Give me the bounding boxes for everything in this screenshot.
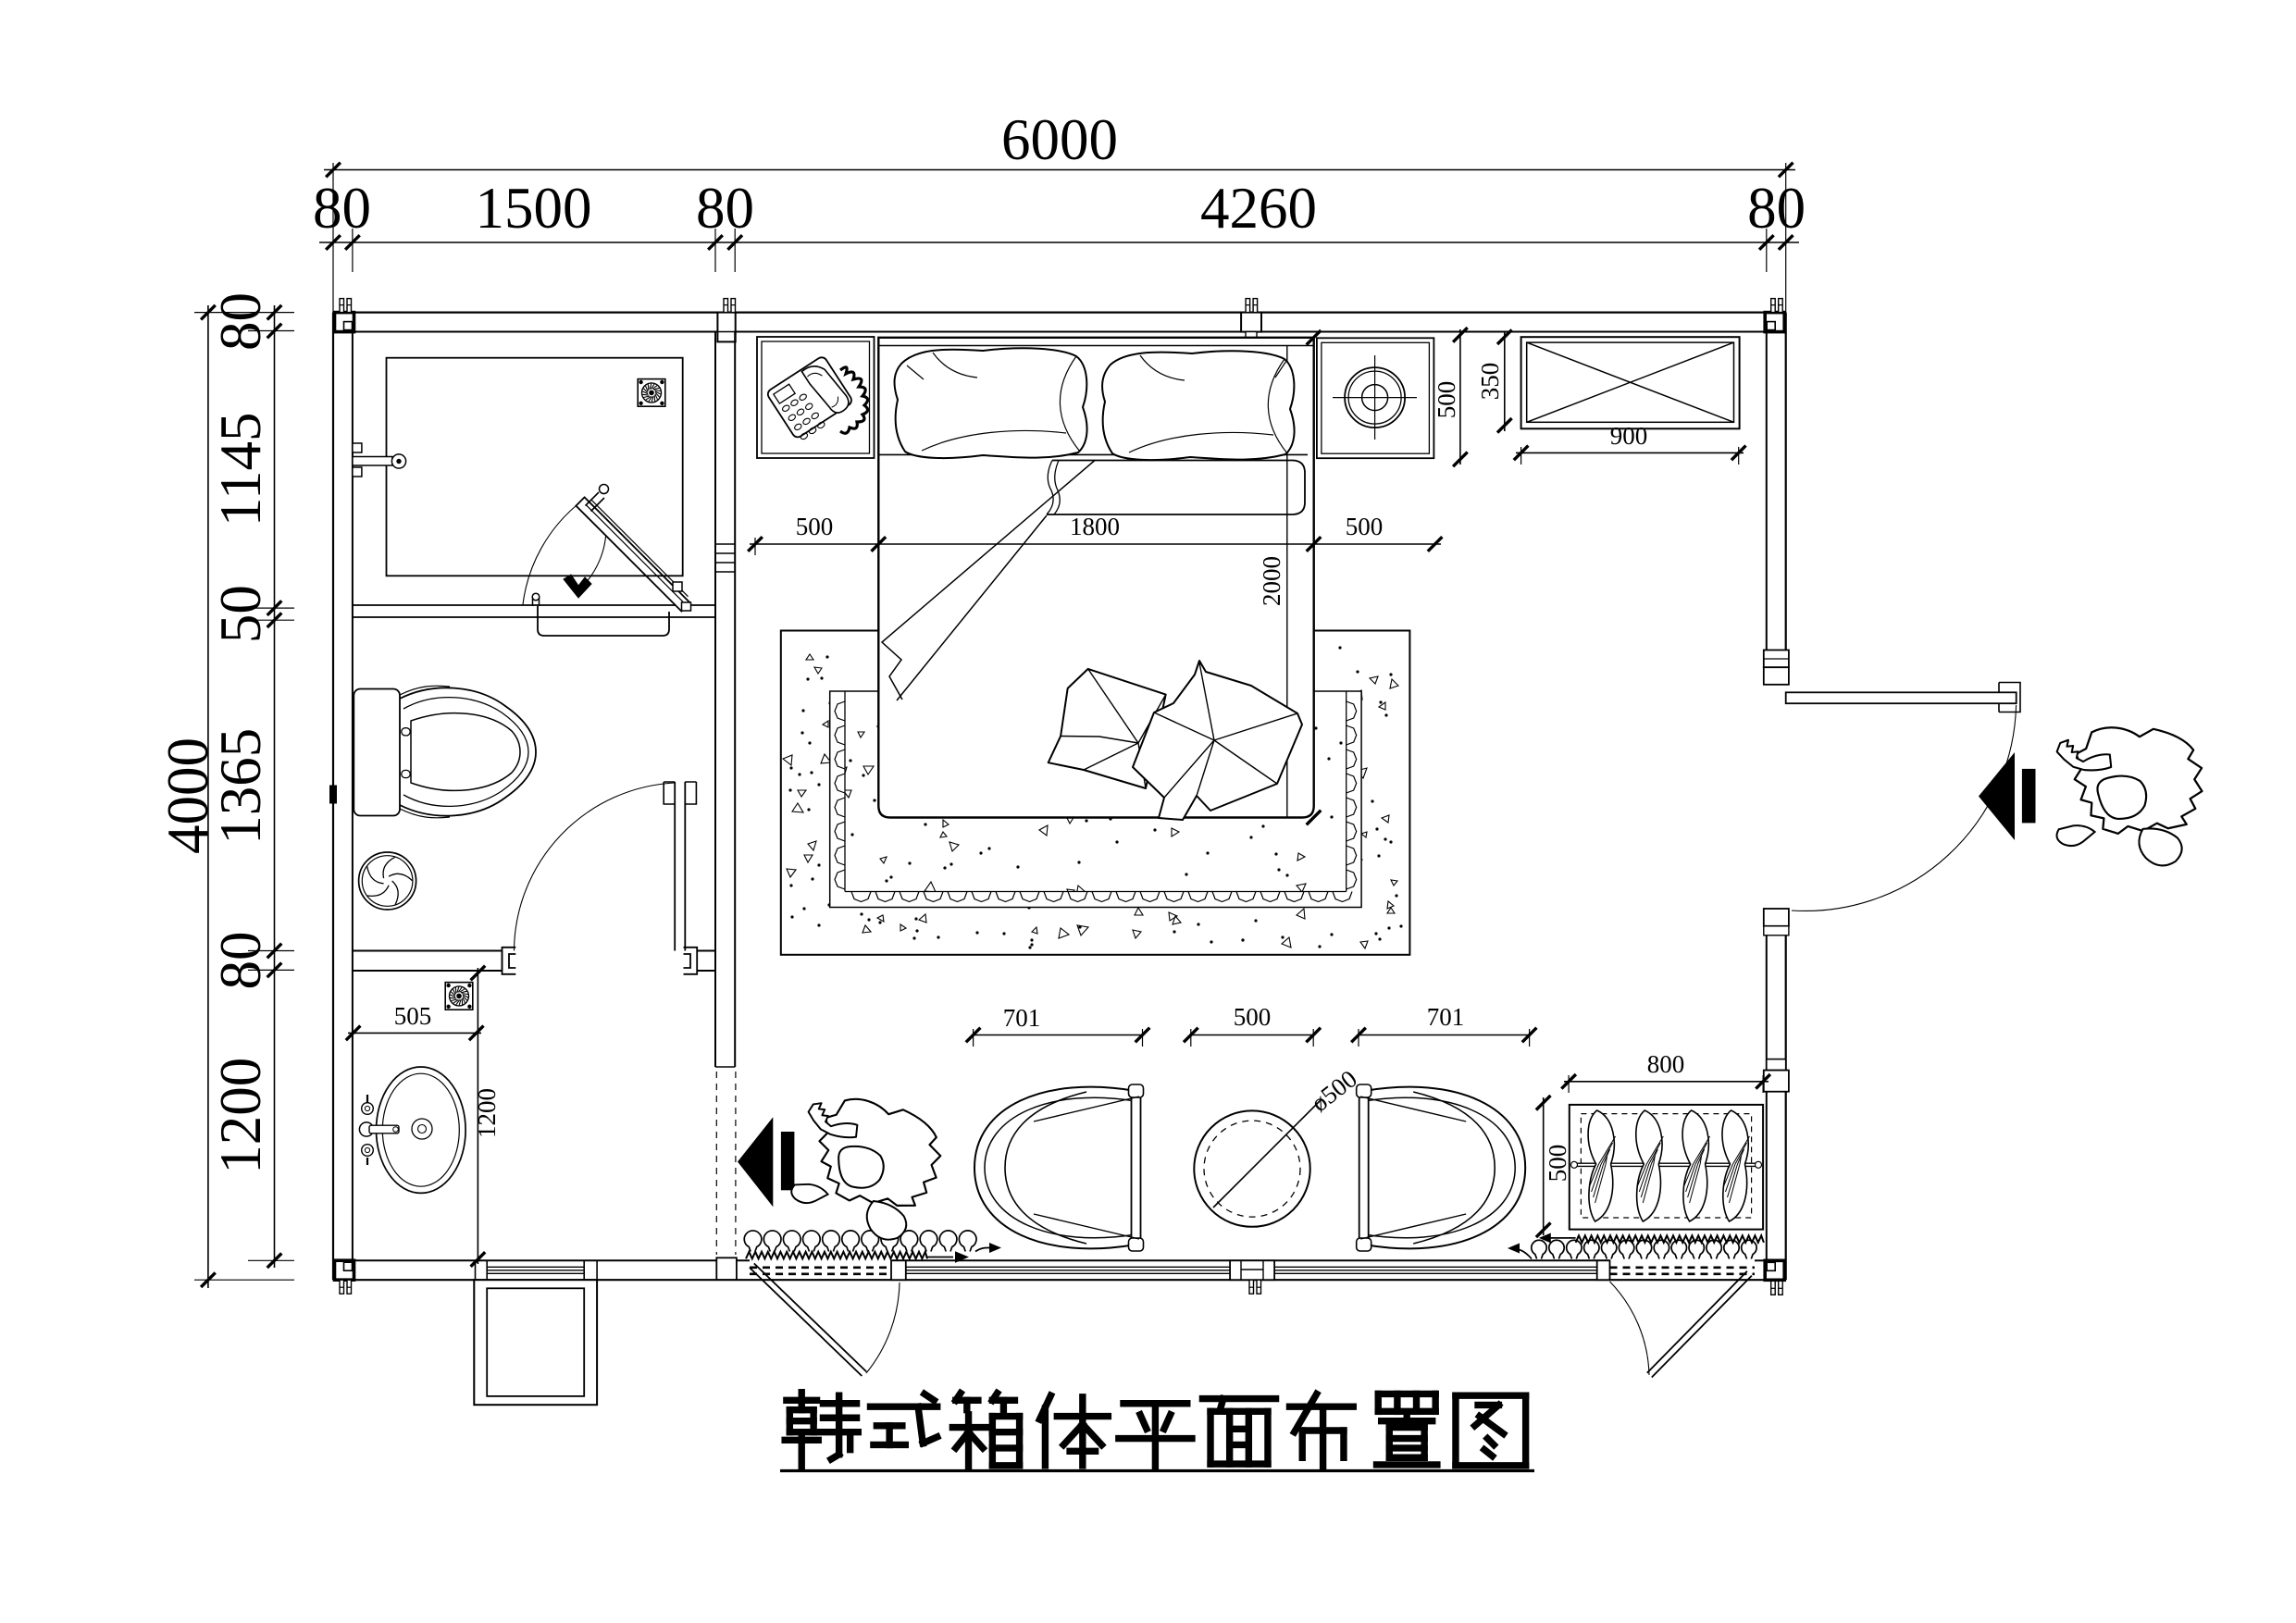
svg-text:701: 701 xyxy=(1427,1003,1465,1031)
svg-text:701: 701 xyxy=(1003,1004,1041,1032)
svg-text:80: 80 xyxy=(208,292,273,351)
svg-text:500: 500 xyxy=(1234,1003,1272,1031)
svg-text:500: 500 xyxy=(1544,1145,1571,1183)
svg-text:2000: 2000 xyxy=(1258,556,1285,606)
svg-text:80: 80 xyxy=(313,176,371,241)
svg-text:1800: 1800 xyxy=(1070,513,1120,540)
svg-text:1365: 1365 xyxy=(208,728,273,845)
svg-text:500: 500 xyxy=(1433,381,1460,419)
svg-text:350: 350 xyxy=(1476,363,1504,401)
svg-text:500: 500 xyxy=(1346,513,1384,540)
svg-text:50: 50 xyxy=(208,585,273,643)
svg-text:4260: 4260 xyxy=(1200,176,1317,241)
svg-text:1500: 1500 xyxy=(476,176,592,241)
svg-text:6000: 6000 xyxy=(1001,107,1118,172)
svg-text:80: 80 xyxy=(1747,176,1806,241)
svg-text:80: 80 xyxy=(696,176,754,241)
svg-text:1200: 1200 xyxy=(208,1058,273,1174)
svg-text:800: 800 xyxy=(1647,1050,1685,1078)
svg-text:500: 500 xyxy=(796,513,834,540)
svg-text:4000: 4000 xyxy=(155,737,220,854)
svg-text:900: 900 xyxy=(1610,422,1648,450)
svg-text:80: 80 xyxy=(208,932,273,990)
svg-text:1145: 1145 xyxy=(208,412,273,527)
svg-text:505: 505 xyxy=(394,1002,432,1030)
svg-text:1200: 1200 xyxy=(473,1088,501,1138)
